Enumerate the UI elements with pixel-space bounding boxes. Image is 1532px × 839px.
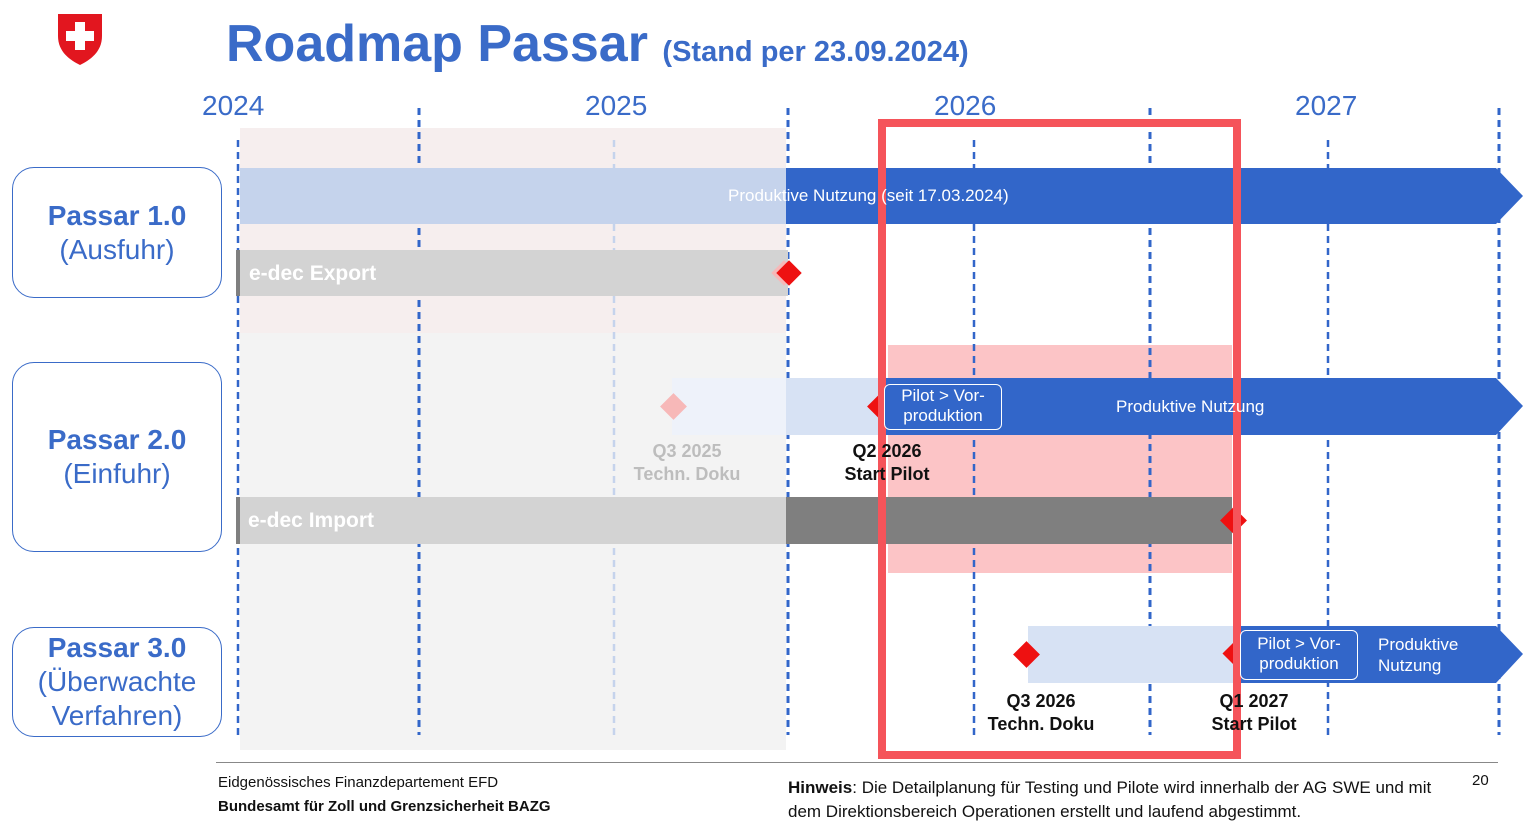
row-name: Passar 1.0 xyxy=(47,199,187,231)
hint-text: : Die Detailplanung für Testing und Pilo… xyxy=(788,778,1432,821)
page-title: Roadmap Passar (Stand per 23.09.2024) xyxy=(226,15,969,73)
edec-import-label: e-dec Import xyxy=(248,509,375,532)
milestone-pass3-doku xyxy=(1013,641,1040,668)
row-subtitle: (Einfuhr) xyxy=(63,458,171,489)
pass2-productive-arrow xyxy=(882,378,1523,435)
row-subtitle: (Überwachte Verfahren) xyxy=(37,666,197,731)
footer-office: Bundesamt für Zoll und Grenzsicherheit B… xyxy=(218,798,551,815)
pass1-productive-label: Produktive Nutzung (seit 17.03.2024) xyxy=(728,186,1009,205)
year-label-2025: 2025 xyxy=(585,90,648,121)
milestone-export-end xyxy=(776,260,802,286)
row-name: Passar 2.0 xyxy=(47,424,187,455)
edec-export-label: e-dec Export xyxy=(249,262,377,285)
footer-hint: Hinweis: Die Detailplanung für Testing u… xyxy=(788,776,1468,824)
hint-label: Hinweis xyxy=(788,778,853,797)
past-period-bg-pass1 xyxy=(240,128,786,333)
row-box-passar-2: Passar 2.0 (Einfuhr) xyxy=(12,362,222,552)
row-subtitle: (Ausfuhr) xyxy=(59,233,175,265)
footer-department: Eidgenössisches Finanzdepartement EFD xyxy=(218,774,499,791)
pass2-productive-label: Produktive Nutzung xyxy=(1116,397,1265,416)
footer-divider xyxy=(216,762,1498,763)
row-name: Passar 3.0 xyxy=(47,632,187,663)
highlight-frame xyxy=(878,119,1241,759)
pass3-dev-bar xyxy=(1028,626,1238,683)
year-label-2027: 2027 xyxy=(1295,90,1358,121)
row-box-passar-3: Passar 3.0 (Überwachte Verfahren) xyxy=(12,627,222,737)
pass1-past-bar xyxy=(240,168,786,224)
page-subtitle: (Stand per 23.09.2024) xyxy=(662,36,969,68)
pass2-dev-bar xyxy=(786,378,882,435)
edec-export-bar xyxy=(236,250,788,296)
edec-import-past-bar xyxy=(236,497,786,544)
pass2-past-bar xyxy=(672,378,786,435)
pass3-productive-label: Produktive Nutzung xyxy=(1378,635,1459,675)
page-number: 20 xyxy=(1472,772,1489,789)
edec-import-bar xyxy=(786,497,1232,544)
pass3-pilot-tag: Pilot > Vor-produktion xyxy=(1240,630,1358,680)
row-box-passar-1: Passar 1.0 (Ausfuhr) xyxy=(12,167,222,298)
swiss-shield-logo xyxy=(58,14,102,65)
year-label-2026: 2026 xyxy=(934,90,997,121)
pass1-productive-arrow xyxy=(786,168,1523,224)
year-label-2024: 2024 xyxy=(202,90,265,121)
pass2-pilot-tag: Pilot > Vor-produktion xyxy=(884,384,1002,430)
